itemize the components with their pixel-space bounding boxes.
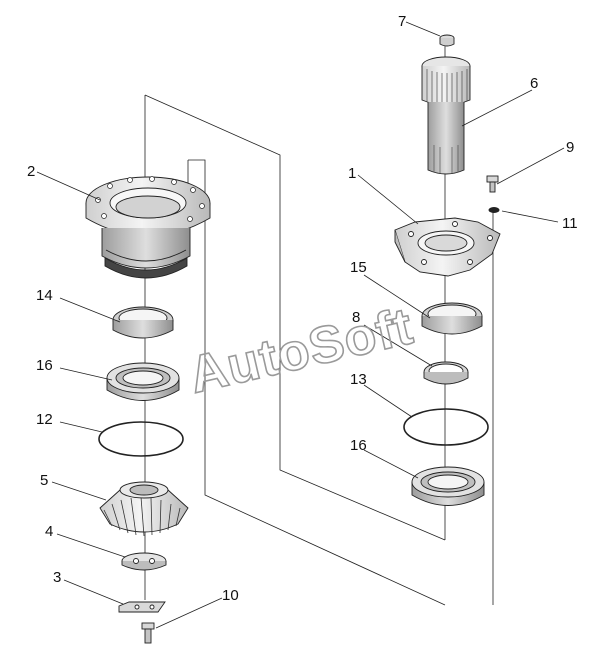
part-16-left-bearing <box>106 362 180 401</box>
part-9-bolt <box>486 175 499 193</box>
callout-labels: 1 2 3 4 5 6 7 8 9 10 11 12 13 14 15 16 1… <box>27 13 578 604</box>
callout-9: 9 <box>566 139 574 156</box>
callout-8: 8 <box>352 309 360 326</box>
part-2-hub-housing <box>85 176 211 279</box>
part-13-o-ring <box>403 408 489 446</box>
part-3-lock-plate <box>118 601 166 613</box>
callout-16-left: 16 <box>36 357 53 374</box>
leader-lines <box>36 21 565 629</box>
part-16-right-bearing <box>411 466 485 506</box>
callout-7: 7 <box>398 13 406 30</box>
callout-13: 13 <box>350 371 367 388</box>
callout-4: 4 <box>45 523 53 540</box>
part-15-seal <box>421 302 483 335</box>
callout-15: 15 <box>350 259 367 276</box>
callout-5: 5 <box>40 472 48 489</box>
part-4-washer-plate <box>121 552 167 571</box>
callout-6: 6 <box>530 75 538 92</box>
callout-12: 12 <box>36 411 53 428</box>
part-8-ring <box>423 361 469 385</box>
part-6-shaft <box>421 56 471 175</box>
watermark-text: AutoSoft <box>184 297 419 405</box>
part-1-flange <box>394 217 501 277</box>
callout-3: 3 <box>53 569 61 586</box>
callout-1: 1 <box>348 165 356 182</box>
part-10-bolt <box>141 622 155 644</box>
callout-11: 11 <box>562 215 578 232</box>
part-12-o-ring <box>98 421 184 457</box>
part-7-cap <box>439 34 455 47</box>
part-5-bevel-gear <box>99 481 189 537</box>
callout-14: 14 <box>36 287 53 304</box>
callout-10: 10 <box>222 587 239 604</box>
callout-2: 2 <box>27 163 35 180</box>
part-14-seal <box>112 306 174 339</box>
callout-16-right: 16 <box>350 437 367 454</box>
part-11-small-ring <box>488 207 500 213</box>
